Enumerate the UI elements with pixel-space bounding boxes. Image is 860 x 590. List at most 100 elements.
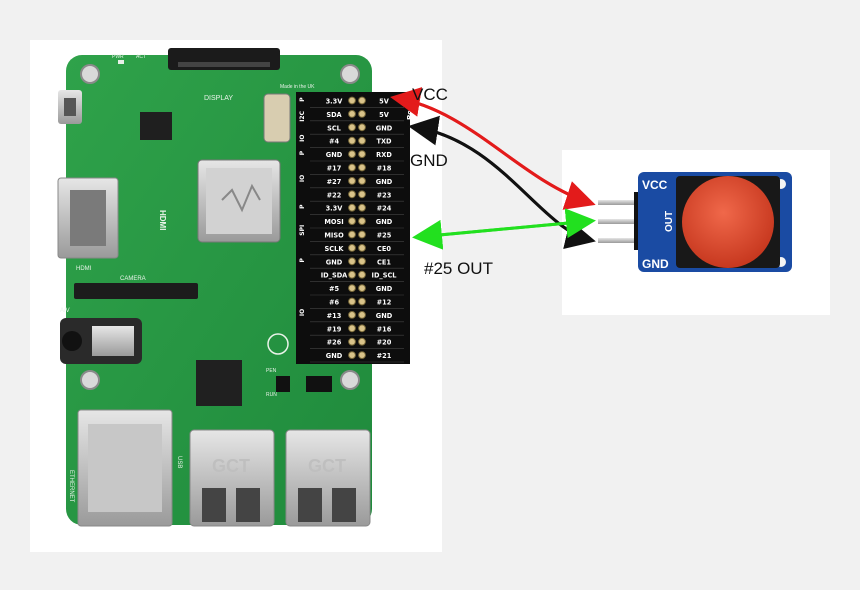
gpio-pin <box>358 150 366 159</box>
gpio-pin-right-label: RXD <box>376 151 392 159</box>
gpio-pin <box>348 163 356 172</box>
gpio-pin-right-label: 5V <box>379 111 390 119</box>
gpio-group-left: P <box>299 204 306 209</box>
gpio-pin-left-label: #13 <box>327 312 342 320</box>
red-button-cap[interactable] <box>682 176 774 268</box>
gpio-pin <box>348 150 356 159</box>
gpio-group-left: I2C <box>299 110 306 121</box>
gpio-pin-right-label: #16 <box>377 325 392 333</box>
button-module: VCC OUT GND <box>598 172 792 272</box>
gpio-pin <box>358 257 366 266</box>
gpio-pin <box>348 136 356 145</box>
usb-port-1: GCT <box>189 429 275 527</box>
gpio-pin-right-label: CE0 <box>377 245 391 253</box>
gpio-pin <box>348 96 356 105</box>
raspberry-logo <box>267 333 289 355</box>
gpio-pin <box>358 230 366 239</box>
gpio-pin-left-label: 3.3V <box>326 205 344 213</box>
gpio-pin-left-label: #26 <box>327 339 342 347</box>
gpio-pin <box>348 270 356 279</box>
usb-logo-1: GCT <box>212 456 250 476</box>
gpio-pin <box>348 257 356 266</box>
gpio-pin <box>358 311 366 319</box>
usb-controller-chip <box>196 360 242 406</box>
gnd-wire-label: GND <box>410 151 448 170</box>
chip <box>140 112 172 140</box>
pen-silk: PEN <box>266 368 277 374</box>
module-pins <box>598 200 640 243</box>
vcc-wire-to-module <box>395 96 596 210</box>
mounting-holes <box>80 64 360 390</box>
gpio-pin <box>348 311 356 319</box>
gpio-pin <box>348 110 356 118</box>
gpio-pin-right-label: TXD <box>376 138 392 146</box>
gpio-pin-right-label: #20 <box>377 339 392 347</box>
display-silk: DISPLAY <box>204 95 233 102</box>
out-wire-label: #25 OUT <box>424 259 493 278</box>
gpio-pin <box>358 96 366 105</box>
gpio-pin-right-label: GND <box>376 178 393 186</box>
gpio-pin-left-label: GND <box>326 352 343 360</box>
act-silk: ACT <box>136 54 146 60</box>
gpio-pin <box>358 284 366 293</box>
gpio-pin <box>348 337 356 346</box>
gpio-group-left: P <box>299 97 306 102</box>
usb-silk: USB <box>176 456 182 468</box>
gpio-pin <box>358 244 366 252</box>
gpio-pin <box>348 203 356 212</box>
pwr-silk: PWR <box>112 54 124 60</box>
gpio-pin-right-label: #23 <box>377 191 392 199</box>
gpio-pin <box>358 337 366 346</box>
gpio-pin <box>348 190 356 199</box>
gpio-pin-left-label: #6 <box>329 299 340 307</box>
module-gnd-label: GND <box>642 257 669 271</box>
gpio-pin <box>348 123 356 132</box>
gpio-pin-right-label: ID_SCL <box>371 272 397 280</box>
gpio-pin <box>358 136 366 145</box>
gpio-pin <box>348 324 356 333</box>
gpio-pin-right-label: GND <box>376 312 393 320</box>
gpio-pin-left-label: SDA <box>326 111 342 119</box>
gpio-pin-right-label: #21 <box>377 352 392 360</box>
gpio-group-left: IO <box>299 135 306 142</box>
gpio-pin <box>348 351 356 360</box>
gpio-pin-left-label: SCLK <box>325 245 345 253</box>
gpio-pin <box>348 284 356 293</box>
hdmi-logo-silk: HDMI <box>158 210 167 230</box>
gpio-pin-right-label: CE1 <box>377 258 391 266</box>
made-in-silk: Made in the UK <box>280 84 315 90</box>
gpio-group-left: IO <box>299 175 306 182</box>
gpio-pin-left-label: ID_SDA <box>321 272 348 280</box>
gpio-pin <box>348 217 356 226</box>
gpio-pin <box>358 163 366 172</box>
out-wire-to-module <box>417 208 596 239</box>
gpio-pin-left-label: #5 <box>329 285 340 293</box>
gpio-pin-left-label: #22 <box>327 191 342 199</box>
gpio-pin <box>348 297 356 306</box>
gpio-pin-left-label: MISO <box>324 232 344 240</box>
gpio-pin-left-label: SCL <box>327 124 342 132</box>
gpio-group-left: SPI <box>299 225 306 236</box>
gpio-group-left: P <box>299 150 306 155</box>
camera-silk: CAMERA <box>120 276 146 282</box>
gpio-pin-right-label: #24 <box>377 205 392 213</box>
camera-connector <box>74 283 198 299</box>
gpio-pin <box>348 177 356 185</box>
gpio-pin <box>348 244 356 252</box>
gpio-pin <box>358 217 366 226</box>
gpio-group-left: P <box>299 258 306 263</box>
av-silk: A/V <box>60 308 70 314</box>
gpio-pin-left-label: GND <box>326 151 343 159</box>
gpio-pin-right-label: #12 <box>377 299 392 307</box>
gpio-pin <box>358 203 366 212</box>
module-vcc-label: VCC <box>642 178 668 192</box>
gpio-pin-left-label: #27 <box>327 178 342 186</box>
hdmi-silk: HDMI <box>76 266 92 272</box>
gpio-pin-left-label: 3.3V <box>326 98 344 106</box>
gpio-pin <box>358 190 366 199</box>
gpio-pin-left-label: GND <box>326 258 343 266</box>
gpio-pin-right-label: GND <box>376 124 393 132</box>
vcc-wire-label: VCC <box>412 85 448 104</box>
gpio-pin-left-label: #19 <box>327 325 342 333</box>
